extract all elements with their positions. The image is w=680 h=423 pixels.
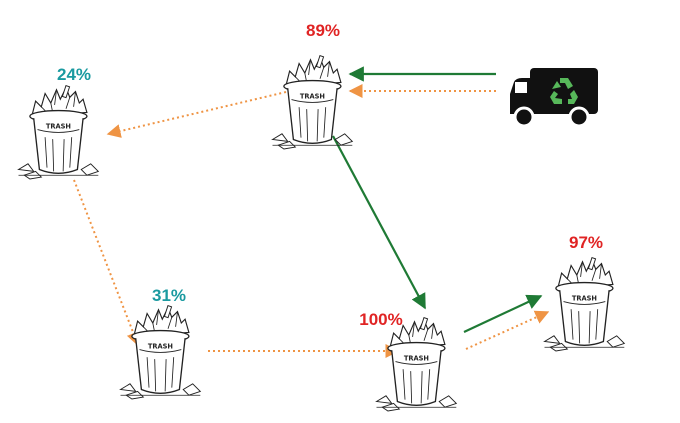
can-lettering: TRASH	[148, 343, 173, 351]
fill-level-label: 89%	[306, 21, 340, 40]
fill-level-label: 24%	[57, 65, 91, 84]
can-lettering: TRASH	[572, 295, 597, 303]
recycle-icon	[550, 78, 578, 104]
collection-routes	[73, 66, 550, 358]
can-lettering: TRASH	[300, 93, 325, 101]
bin-bottom-middle: TRASH 100%	[359, 310, 457, 412]
trash-can-icon: TRASH	[271, 54, 353, 150]
recycling-truck-icon	[510, 68, 598, 128]
trash-can-icon: TRASH	[543, 256, 625, 352]
route-arrow-bottom-middle-to-right-dotted	[465, 310, 550, 350]
bin-left: TRASH 24%	[17, 65, 99, 180]
route-arrow-top-to-bottom-middle-solid	[332, 135, 426, 310]
fill-level-label: 100%	[359, 310, 402, 329]
trash-can-icon: TRASH	[375, 316, 457, 412]
route-arrow-left-to-bottom-left-dotted	[73, 179, 140, 347]
route-arrow-top-to-left-dotted	[106, 91, 287, 138]
bin-right: TRASH 97%	[543, 233, 625, 352]
bin-bottom-left: TRASH 31%	[119, 286, 201, 400]
can-lettering: TRASH	[404, 355, 429, 363]
route-arrow-bottom-middle-to-right-solid	[463, 294, 543, 333]
trash-can-icon: TRASH	[17, 84, 99, 180]
fill-level-label: 97%	[569, 233, 603, 252]
bin-top: TRASH 89%	[271, 21, 353, 150]
fill-level-label: 31%	[152, 286, 186, 305]
trash-bins: TRASH 89% TRASH 24% TRASH 31% TRASH 100% TRASH 97…	[17, 21, 625, 412]
trash-can-icon: TRASH	[119, 304, 201, 400]
can-lettering: TRASH	[46, 123, 71, 131]
